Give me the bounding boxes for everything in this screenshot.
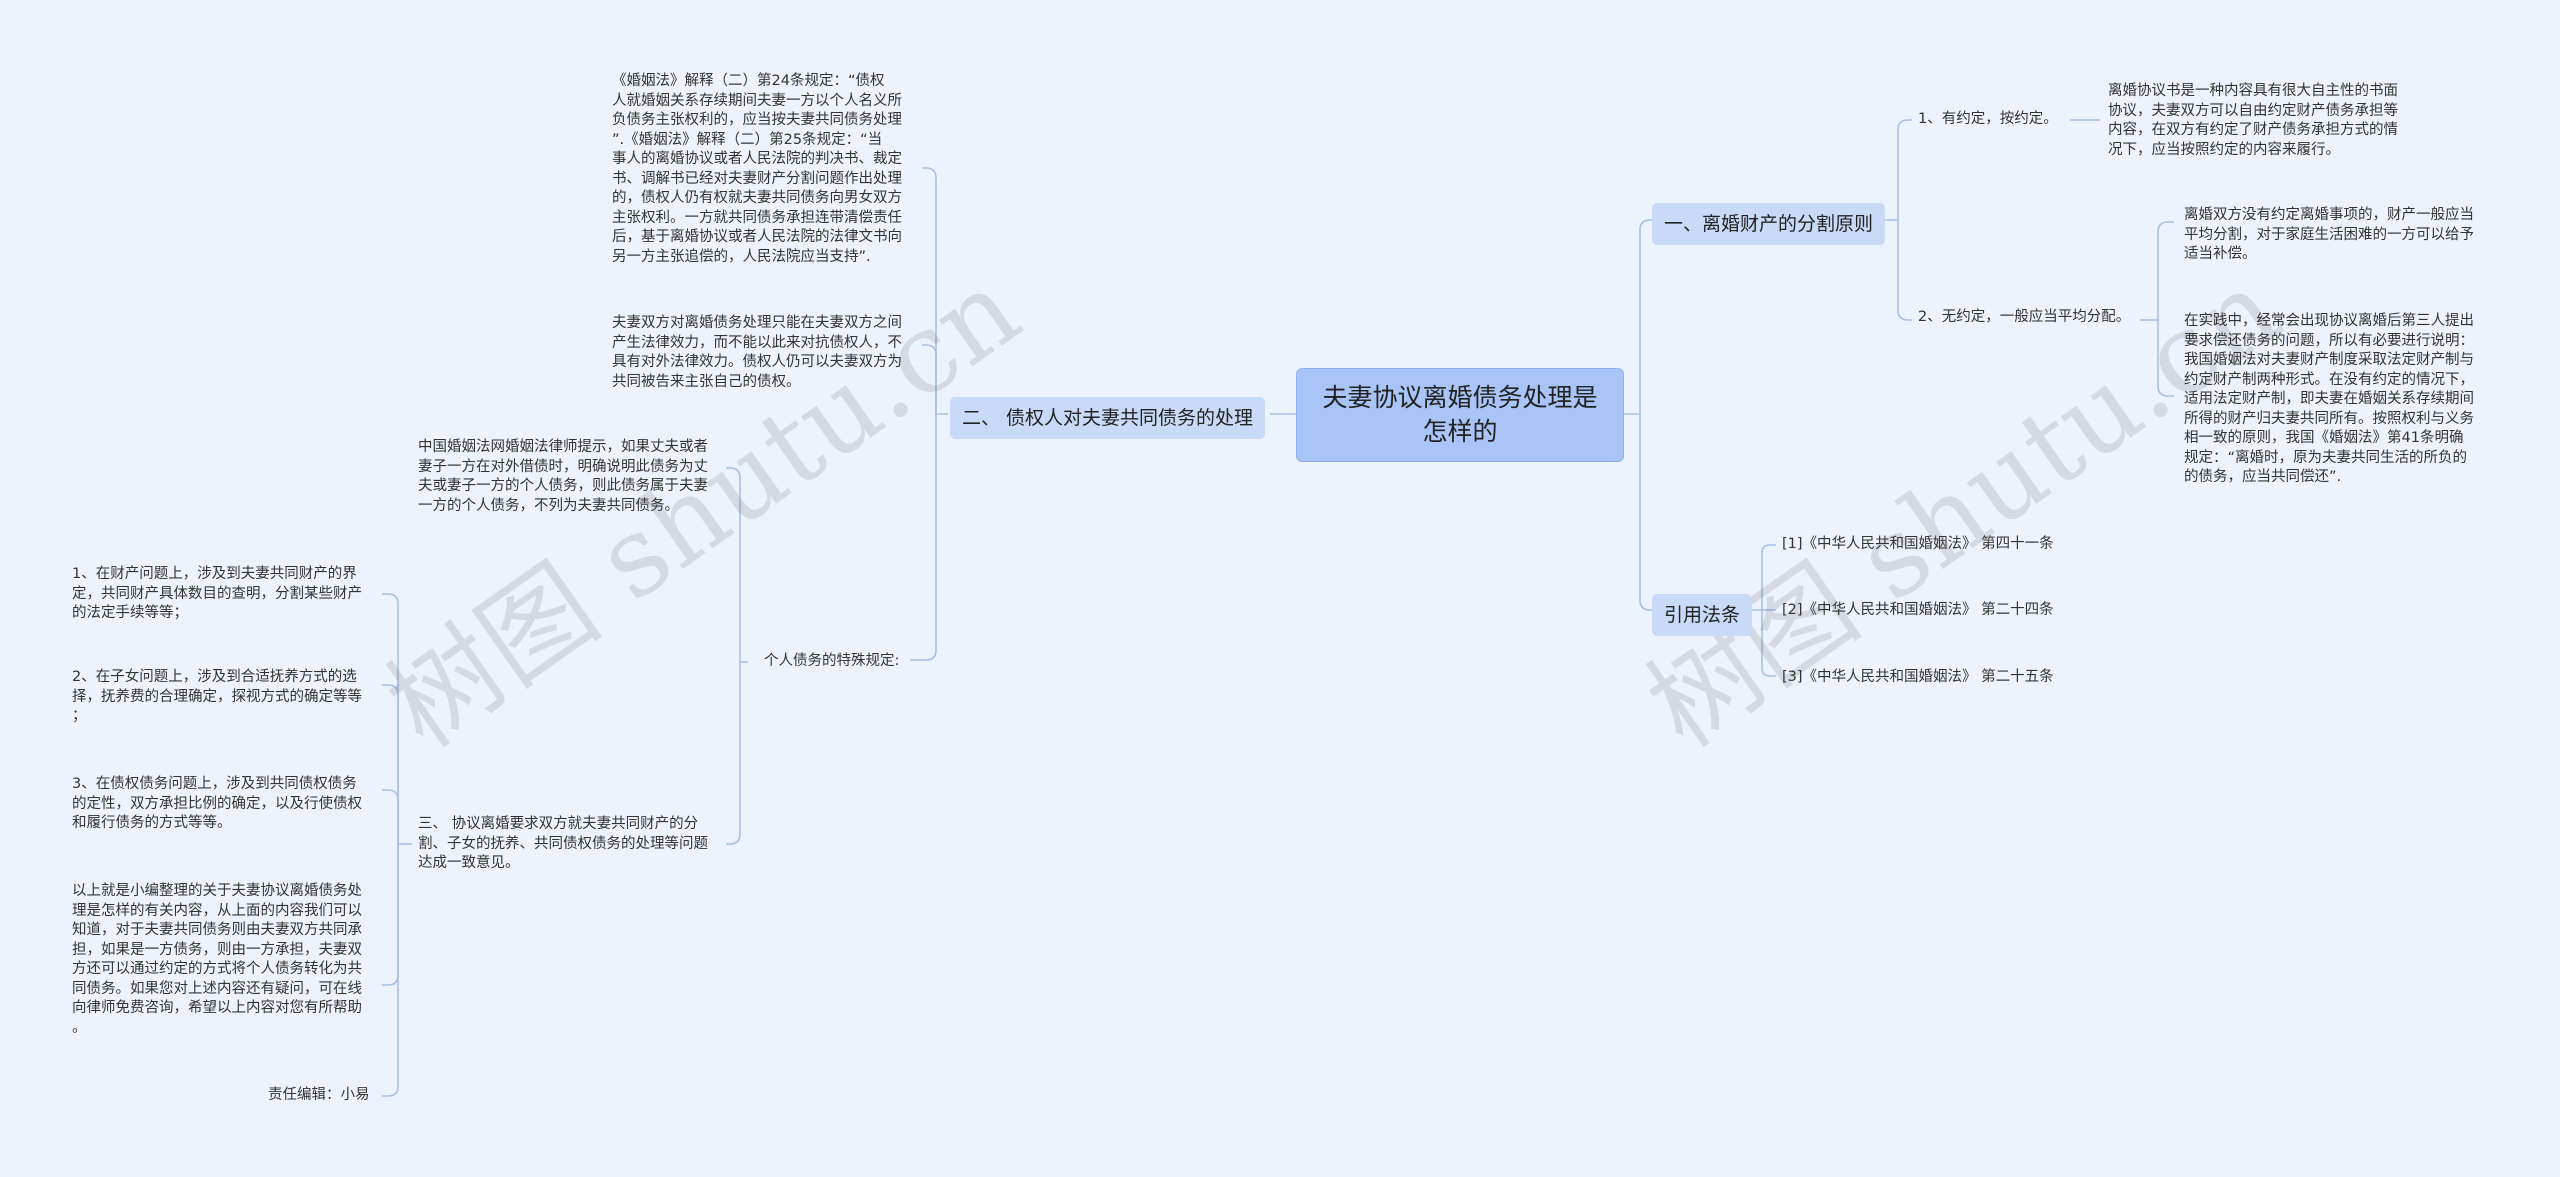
item-children-issue: 2、在子女问题上，涉及到合适抚养方式的选 择，抚养费的合理确定，探视方式的确定等… — [72, 669, 362, 724]
item-debt-issue: 3、在债权债务问题上，涉及到共同债权债务 的定性，双方承担比例的确定，以及行使债… — [72, 776, 362, 831]
text-lawyer-tip: 中国婚姻法网婚姻法律师提示，如果丈夫或者 妻子一方在对外借债时，明确说明此债务为… — [418, 439, 708, 514]
law-ref-2[interactable]: [2]《中华人民共和国婚姻法》 第二十四条 — [1782, 602, 2054, 618]
text-judicial-interpretation: 《婚姻法》解释（二）第24条规定：“债权 人就婚姻关系存续期间夫妻一方以个人名义… — [612, 73, 902, 265]
child-no-agreement[interactable]: 2、无约定，一般应当平均分配。 — [1918, 309, 2131, 325]
branch-property-division[interactable]: 一、离婚财产的分割原则 — [1652, 203, 1886, 245]
child-personal-debt-rules[interactable]: 个人债务的特殊规定: — [764, 653, 900, 669]
root-topic[interactable]: 夫妻协议离婚债务处理是怎样的 — [1296, 368, 1624, 462]
item-editor: 责任编辑：小易 — [268, 1087, 370, 1103]
item-summary: 以上就是小编整理的关于夫妻协议离婚债务处 理是怎样的有关内容，从上面的内容我们可… — [72, 883, 362, 1036]
law-ref-3[interactable]: [3]《中华人民共和国婚姻法》 第二十五条 — [1782, 669, 2054, 685]
branch-cited-laws[interactable]: 引用法条 — [1652, 594, 1753, 636]
detail-joint-debt: 在实践中，经常会出现协议离婚后第三人提出 要求偿还债务的问题，所以有必要进行说明… — [2184, 313, 2474, 485]
child-by-agreement[interactable]: 1、有约定，按约定。 — [1918, 111, 2058, 127]
detail-equal-split: 离婚双方没有约定离婚事项的，财产一般应当 平均分割，对于家庭生活困难的一方可以给… — [2184, 207, 2474, 262]
detail-agreement: 离婚协议书是一种内容具有很大自主性的书面 协议，夫妻双方可以自由约定财产债务承担… — [2108, 83, 2398, 158]
item-property-issue: 1、在财产问题上，涉及到夫妻共同财产的界 定，共同财产具体数目的查明，分割某些财… — [72, 566, 362, 621]
law-ref-1[interactable]: [1]《中华人民共和国婚姻法》 第四十一条 — [1782, 536, 2054, 552]
text-internal-effect: 夫妻双方对离婚债务处理只能在夫妻双方之间 产生法律效力，而不能以此来对抗债权人，… — [612, 315, 902, 390]
branch-creditor-handling[interactable]: 二、 债权人对夫妻共同债务的处理 — [950, 397, 1266, 439]
text-agreement-requirements[interactable]: 三、 协议离婚要求双方就夫妻共同财产的分 割、子女的抚养、共同债权债务的处理等问… — [418, 816, 708, 871]
